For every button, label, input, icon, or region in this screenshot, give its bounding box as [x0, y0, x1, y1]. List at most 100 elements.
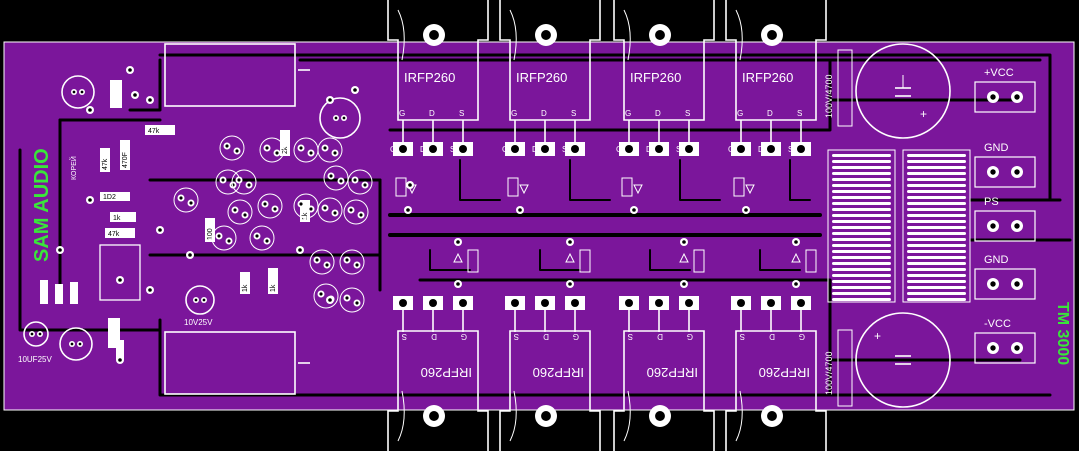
resistor-value: 1k	[242, 284, 249, 292]
winding	[907, 166, 966, 169]
winding	[907, 214, 966, 217]
winding	[832, 280, 891, 283]
pin-label: G	[687, 332, 693, 341]
pad-hole	[247, 183, 251, 187]
pad-hole	[429, 30, 439, 40]
pad-hole	[990, 94, 996, 100]
pad-hole	[128, 68, 132, 72]
pad-hole	[202, 298, 206, 302]
pad-hole	[355, 301, 359, 305]
diode-icon	[745, 184, 755, 195]
winding	[907, 232, 966, 235]
winding	[832, 202, 891, 205]
pad-hole	[456, 282, 460, 286]
pin-hole	[685, 145, 693, 153]
small-transistor	[339, 287, 365, 313]
pad-hole	[78, 342, 82, 346]
inductor-outline	[827, 149, 896, 303]
to92-outline	[219, 135, 245, 161]
terminal-block	[974, 81, 1036, 113]
pin-label: S	[628, 332, 633, 341]
part-number: IRFP260	[404, 70, 455, 85]
tab-curve	[509, 9, 517, 61]
pad-hole	[682, 240, 686, 244]
pad-hole	[349, 208, 353, 212]
svg-text:+: +	[920, 107, 927, 121]
small-component	[70, 282, 78, 304]
pin-label: G	[511, 109, 517, 118]
pad-hole	[243, 213, 247, 217]
winding	[907, 196, 966, 199]
pad-label: S	[788, 145, 793, 154]
winding	[907, 202, 966, 205]
pin-label: S	[402, 332, 407, 341]
pad-hole	[298, 248, 302, 252]
resistor-value: 1D2	[103, 194, 116, 201]
to247-outline	[387, 330, 489, 451]
pad-hole	[319, 292, 323, 296]
pin-hole	[737, 145, 745, 153]
winding	[907, 256, 966, 259]
tab-curve	[735, 390, 743, 442]
resistor-body	[240, 272, 250, 294]
pad-hole	[990, 345, 996, 351]
pad-hole	[355, 263, 359, 267]
to92-outline	[293, 193, 319, 219]
to247-outline	[725, 330, 827, 451]
electrolytic-cap	[59, 327, 93, 361]
pad-label: D	[646, 145, 652, 154]
electrolytic-cap	[319, 97, 361, 139]
pin-hole	[655, 145, 663, 153]
resistor-body	[300, 200, 310, 222]
winding	[907, 280, 966, 283]
resistor-value: 1k	[270, 284, 277, 292]
winding	[907, 268, 966, 271]
pin-label: D	[767, 109, 773, 118]
pad-hole	[353, 178, 357, 182]
to92-outline	[317, 137, 343, 163]
winding	[907, 154, 966, 157]
pad-hole	[227, 239, 231, 243]
pad-hole	[80, 90, 84, 94]
small-component	[55, 284, 63, 304]
winding	[832, 232, 891, 235]
small-transistor	[323, 165, 349, 191]
pin-label: G	[399, 109, 405, 118]
small-cap-label: 10V25V	[184, 318, 213, 327]
pin-hole	[399, 145, 407, 153]
pad-hole	[568, 240, 572, 244]
cap-outline	[319, 97, 361, 139]
winding	[907, 160, 966, 163]
resistor-body	[280, 130, 290, 156]
gate-resistor	[805, 249, 817, 273]
winding	[907, 178, 966, 181]
pin-hole	[737, 299, 745, 307]
to247-outline	[725, 0, 827, 121]
tab-curve	[623, 9, 631, 61]
small-transistor	[211, 225, 237, 251]
winding	[832, 244, 891, 247]
small-transistor	[257, 193, 283, 219]
pad-hole	[518, 208, 522, 212]
electrolytic-cap	[61, 75, 95, 109]
pad-hole	[30, 332, 34, 336]
pad-label: D	[420, 145, 426, 154]
pad-hole	[265, 239, 269, 243]
pad-label: G	[502, 145, 508, 154]
pad-hole	[353, 88, 357, 92]
pin-label: S	[797, 109, 802, 118]
pad-hole	[632, 208, 636, 212]
pin-hole	[541, 145, 549, 153]
gate-resistor	[693, 249, 705, 273]
to92-outline	[227, 199, 253, 225]
resistor-body	[100, 148, 110, 172]
pin-label: G	[573, 332, 579, 341]
pad-hole	[541, 30, 551, 40]
pad-hole	[237, 178, 241, 182]
op-amp-chip	[99, 244, 141, 301]
pin-hole	[685, 299, 693, 307]
resistor-value: 470F	[122, 152, 129, 168]
